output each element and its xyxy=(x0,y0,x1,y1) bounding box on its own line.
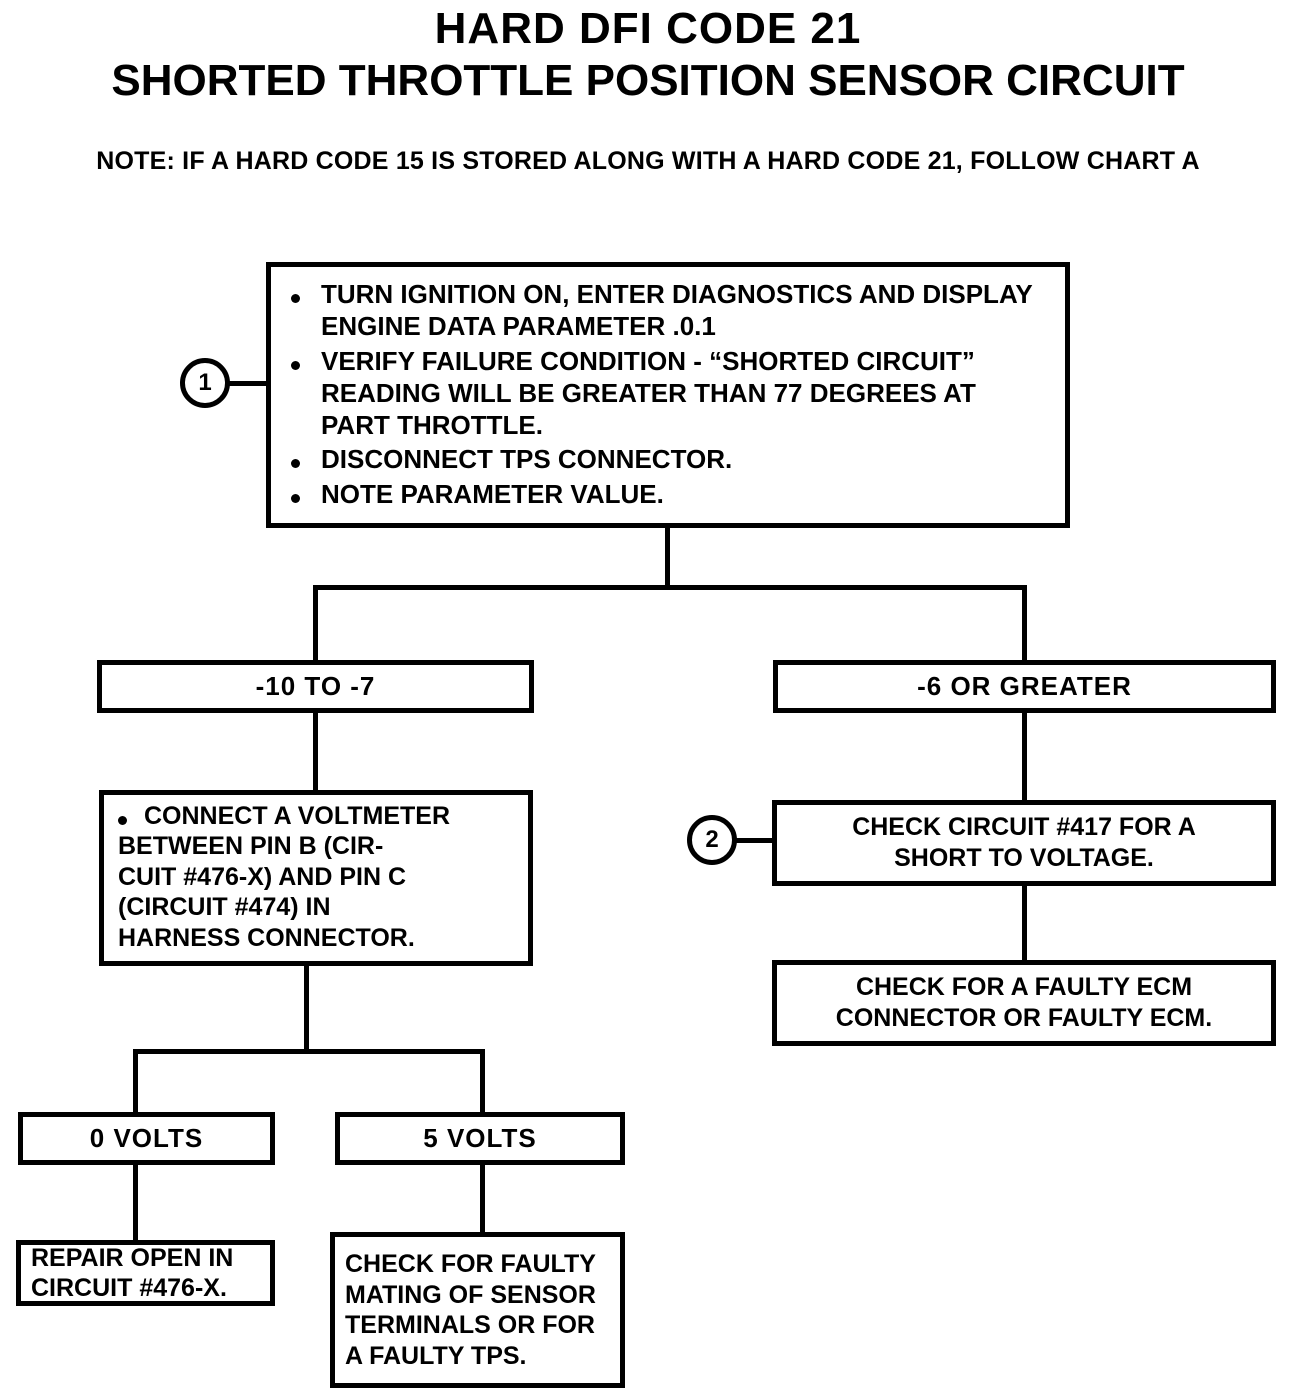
connector-check417-to-ecm xyxy=(1022,886,1027,962)
page-title-line-1: HARD DFI CODE 21 xyxy=(434,4,862,53)
node-check-faulty-tps: CHECK FOR FAULTY MATING OF SENSOR TERMIN… xyxy=(330,1232,625,1388)
connector-right-label-to-check417 xyxy=(1022,713,1027,810)
faulty-ecm-line-2: CONNECTOR OR FAULTY ECM. xyxy=(835,1004,1213,1032)
node-five-volts: 5 VOLTS xyxy=(335,1112,625,1165)
step-marker-2: 2 xyxy=(687,815,737,865)
connector-to-zero-volts xyxy=(133,1049,138,1112)
faulty-ecm-line-1: CHECK FOR A FAULTY ECM xyxy=(855,972,1193,1001)
connector-zero-volts-to-repair xyxy=(133,1165,138,1240)
connector-to-left-branch xyxy=(313,585,318,665)
connector-left-label-to-voltmeter xyxy=(313,713,318,790)
five-volts-label: 5 VOLTS xyxy=(423,1123,537,1153)
check-tps-line-1: CHECK FOR FAULTY xyxy=(345,1250,596,1278)
check-tps-line-3: TERMINALS OR FOR xyxy=(345,1311,595,1339)
node-branch-right-range: -6 OR GREATER xyxy=(773,660,1276,713)
branch-left-label: -10 TO -7 xyxy=(255,671,376,701)
node-connect-voltmeter: CONNECT A VOLTMETER BETWEEN PIN B (CIR- … xyxy=(99,790,533,966)
voltmeter-line-5: HARNESS CONNECTOR. xyxy=(118,923,415,952)
page-title-line-2: SHORTED THROTTLE POSITION SENSOR CIRCUIT xyxy=(111,56,1185,105)
node-zero-volts: 0 VOLTS xyxy=(18,1112,275,1165)
step1-bullet-2: VERIFY FAILURE CONDITION - “SHORTED CIRC… xyxy=(283,345,1051,442)
note-text: NOTE: IF A HARD CODE 15 IS STORED ALONG … xyxy=(96,147,1200,175)
voltmeter-bullet-1: CONNECT A VOLTMETER BETWEEN PIN B (CIR- … xyxy=(110,801,520,954)
node-branch-left-range: -10 TO -7 xyxy=(97,660,534,713)
connector-to-right-branch xyxy=(1022,585,1027,665)
step-marker-1: 1 xyxy=(180,358,230,408)
check417-line-2: SHORT TO VOLTAGE. xyxy=(894,844,1154,872)
check-tps-line-4: A FAULTY TPS. xyxy=(345,1341,527,1370)
connector-step1-down xyxy=(665,528,670,588)
zero-volts-label: 0 VOLTS xyxy=(89,1123,204,1153)
step1-bullet-3: DISCONNECT TPS CONNECTOR. xyxy=(283,443,1051,475)
check-tps-line-2: MATING OF SENSOR xyxy=(345,1280,596,1309)
voltmeter-line-4: (CIRCUIT #474) IN xyxy=(118,893,331,922)
voltmeter-line-3: CUIT #476-X) AND PIN C xyxy=(118,862,407,891)
node-step1-instructions: TURN IGNITION ON, ENTER DIAGNOSTICS AND … xyxy=(266,262,1070,528)
step1-bullet-4: NOTE PARAMETER VALUE. xyxy=(283,478,1051,510)
connector-to-five-volts xyxy=(480,1049,485,1112)
node-repair-open-circuit: REPAIR OPEN IN CIRCUIT #476-X. xyxy=(16,1240,275,1306)
connector-step1-marker-to-box xyxy=(228,381,268,386)
voltmeter-line-1: CONNECT A VOLTMETER xyxy=(144,801,451,830)
node-check-faulty-ecm: CHECK FOR A FAULTY ECM CONNECTOR OR FAUL… xyxy=(772,960,1276,1046)
step1-bullet-1: TURN IGNITION ON, ENTER DIAGNOSTICS AND … xyxy=(283,278,1051,342)
repair-open-line-1: REPAIR OPEN IN xyxy=(31,1243,234,1272)
connector-five-volts-to-check-tps xyxy=(480,1165,485,1232)
connector-lower-split-bar xyxy=(133,1049,485,1054)
check417-line-1: CHECK CIRCUIT #417 FOR A xyxy=(852,812,1196,841)
step1-bullet-list: TURN IGNITION ON, ENTER DIAGNOSTICS AND … xyxy=(283,278,1051,510)
branch-right-label: -6 OR GREATER xyxy=(917,671,1132,701)
node-check-circuit-417: CHECK CIRCUIT #417 FOR A SHORT TO VOLTAG… xyxy=(772,800,1276,886)
voltmeter-line-2: BETWEEN PIN B (CIR- xyxy=(118,832,384,861)
voltmeter-bullet-list: CONNECT A VOLTMETER BETWEEN PIN B (CIR- … xyxy=(110,801,520,954)
connector-step2-marker-to-box xyxy=(735,838,775,843)
repair-open-line-2: CIRCUIT #476-X. xyxy=(31,1274,227,1302)
connector-voltmeter-down xyxy=(304,966,309,1054)
connector-top-split-bar xyxy=(313,585,1027,590)
